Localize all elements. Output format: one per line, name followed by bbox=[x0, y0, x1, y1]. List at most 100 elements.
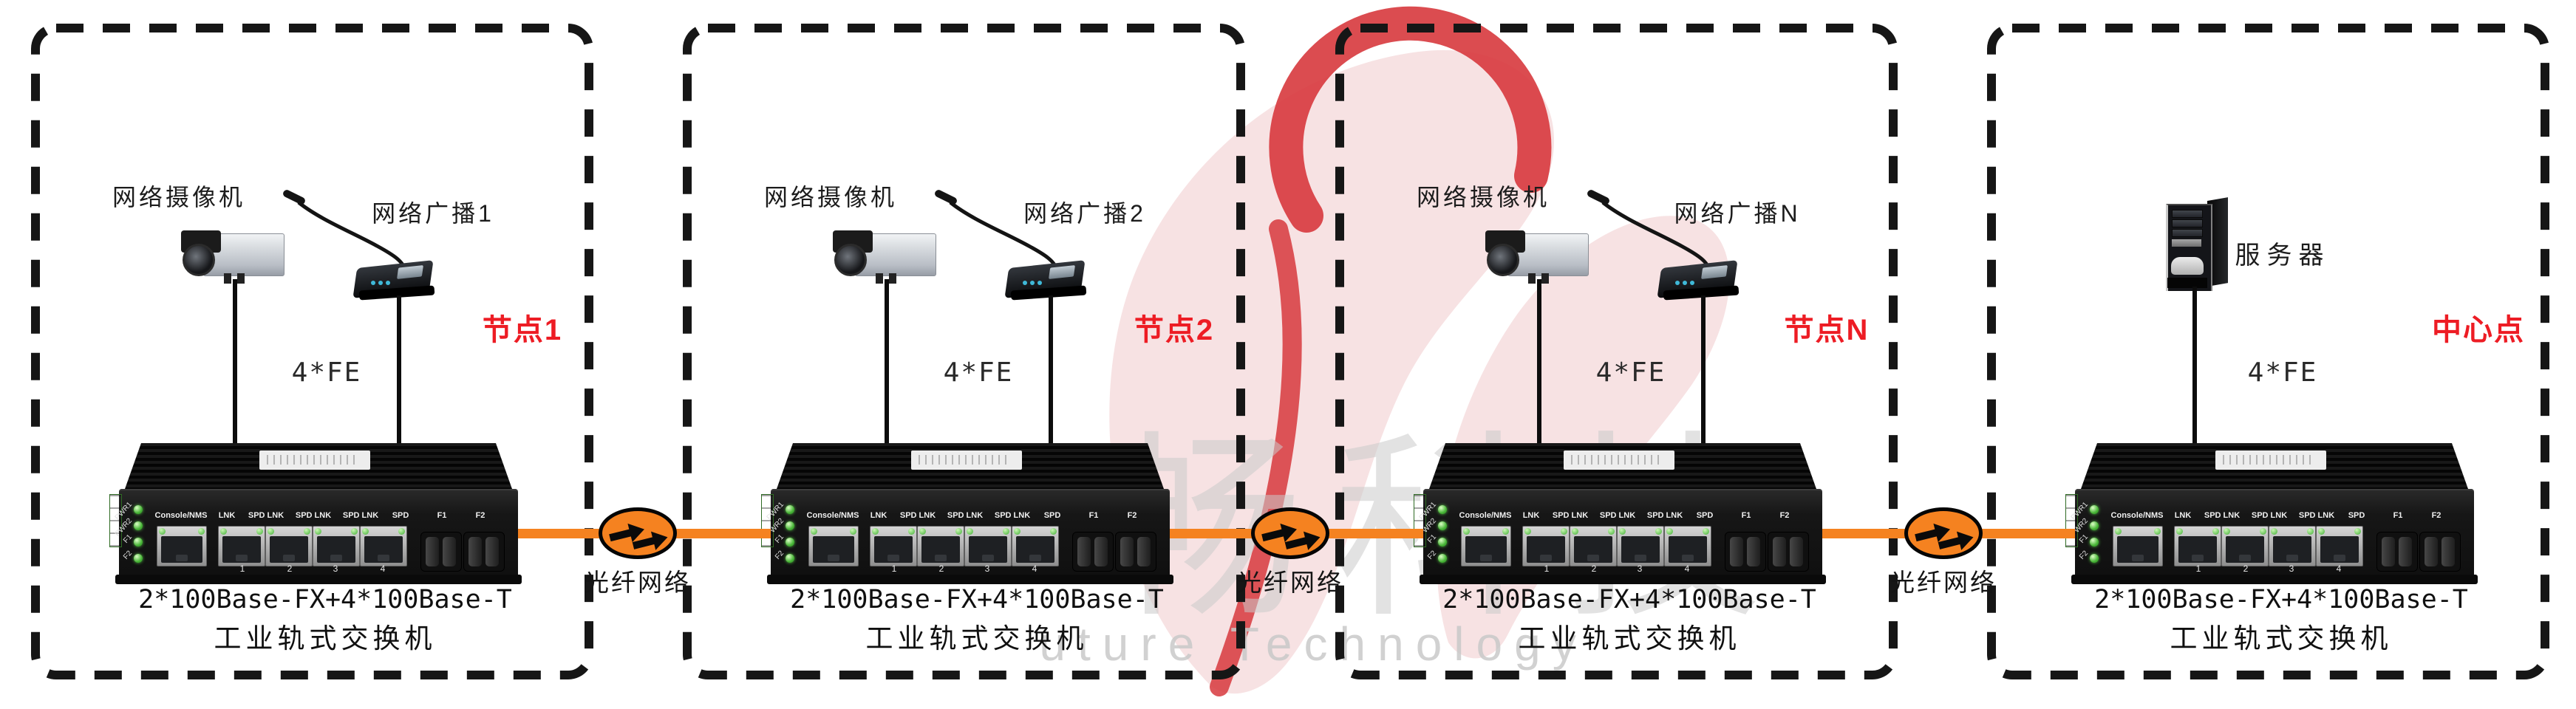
port-status-label: SPD LNK bbox=[2251, 511, 2288, 520]
port-led bbox=[1050, 528, 1057, 535]
port-led bbox=[1524, 528, 1531, 535]
port-status-label: SPD LNK bbox=[994, 511, 1031, 520]
fiber-network-icon bbox=[599, 507, 677, 559]
port-led bbox=[2115, 528, 2122, 535]
switch-bottom-bezel bbox=[115, 575, 522, 584]
fiber-port-label-f1: F1 bbox=[1088, 511, 1099, 520]
fiber-connector bbox=[443, 537, 456, 566]
rj45-jack bbox=[1016, 536, 1054, 563]
console-rj45-port bbox=[1461, 526, 1511, 566]
rj45-jack bbox=[2320, 536, 2359, 563]
node-title: 节点N bbox=[1784, 314, 1870, 346]
watermark-red-ribbon bbox=[1210, 219, 1302, 696]
port-led bbox=[1014, 528, 1020, 535]
fiber-port-label-f2: F2 bbox=[2431, 511, 2442, 520]
camera-leg bbox=[237, 273, 245, 284]
fiber-connector bbox=[1730, 537, 1743, 566]
broadcast-button bbox=[386, 281, 390, 285]
node-3: 网络摄像机 网络广播N bbox=[1335, 0, 1898, 709]
port-led bbox=[1463, 528, 1470, 535]
switch-caption: 2*100Base-FX+4*100Base-T 工业轨式交换机 bbox=[67, 585, 584, 656]
lan-port-2 bbox=[2221, 526, 2269, 566]
watermark-en-text: Future Technology bbox=[1035, 617, 1588, 671]
rj45-jack bbox=[1621, 536, 1660, 563]
fiber-port-label-f1: F1 bbox=[1741, 511, 1751, 520]
pwr1-led bbox=[2090, 505, 2099, 514]
port-status-label: SPD LNK bbox=[2204, 511, 2241, 520]
server-label: 服务器 bbox=[2235, 242, 2331, 270]
rj45-jack bbox=[317, 536, 355, 563]
port-led bbox=[2260, 528, 2266, 535]
console-rj45-port bbox=[808, 526, 859, 566]
switch-caption-model: 2*100Base-FX+4*100Base-T bbox=[790, 585, 1164, 614]
lan-port-3 bbox=[313, 526, 360, 566]
port-led bbox=[1666, 528, 1673, 535]
port-led bbox=[850, 528, 856, 535]
port-status-label: LNK bbox=[870, 511, 887, 520]
fiber-connector bbox=[468, 537, 482, 566]
server-base bbox=[2167, 278, 2207, 288]
fiber-port-label-f2: F2 bbox=[1127, 511, 1137, 520]
broadcast-button bbox=[1675, 281, 1680, 285]
port-led bbox=[2224, 528, 2230, 535]
pwr1-led bbox=[786, 505, 794, 514]
port-led bbox=[351, 528, 358, 535]
power-terminal-block bbox=[109, 494, 122, 547]
f1-led bbox=[2090, 538, 2099, 547]
port-led bbox=[2271, 528, 2277, 535]
microphone-gooseneck-icon bbox=[283, 190, 407, 271]
port-led bbox=[2354, 528, 2361, 535]
port-led bbox=[919, 528, 926, 535]
broadcast-cable bbox=[1701, 295, 1706, 445]
port-led bbox=[872, 528, 879, 535]
fiber-connector bbox=[1773, 537, 1786, 566]
camera-cable bbox=[1537, 279, 1541, 445]
broadcast-button bbox=[378, 281, 383, 285]
lan-port-2 bbox=[1570, 526, 1617, 566]
port-status-label: LNK bbox=[2174, 511, 2192, 520]
pwr2-led bbox=[786, 521, 794, 530]
broadcast-button bbox=[1683, 281, 1687, 285]
port-led bbox=[198, 528, 205, 535]
broadcast-button bbox=[1037, 281, 1042, 285]
port-led bbox=[1561, 528, 1567, 535]
rj45-jack bbox=[969, 536, 1007, 563]
fiber-connector bbox=[1094, 537, 1108, 566]
network-camera-icon bbox=[181, 226, 284, 285]
f2-led bbox=[2090, 554, 2099, 563]
switch-label-sticker bbox=[1564, 451, 1674, 470]
switch-caption-type: 工业轨式交换机 bbox=[1518, 623, 1741, 654]
port-status-label: LNK bbox=[218, 511, 236, 520]
port-status-label: SPD LNK bbox=[342, 511, 379, 520]
port-number: 4 bbox=[1684, 564, 1690, 574]
network-broadcast-device-icon bbox=[1004, 254, 1091, 301]
f2-led bbox=[1438, 554, 1447, 563]
rj45-jack bbox=[161, 536, 202, 563]
port-status-label: SPD LNK bbox=[248, 511, 284, 520]
microphone-gooseneck-icon bbox=[1587, 190, 1711, 271]
console-port-label: Console/NMS bbox=[1459, 511, 1512, 520]
port-led bbox=[1572, 528, 1578, 535]
broadcast-label: 网络广播2 bbox=[1023, 200, 1146, 227]
fiber-connector bbox=[1747, 537, 1760, 566]
camera-leg bbox=[224, 273, 231, 284]
console-port-label: Console/NMS bbox=[154, 511, 208, 520]
lan-port-1 bbox=[218, 526, 265, 566]
camera-label: 网络摄像机 bbox=[763, 184, 897, 210]
camera-lens bbox=[1487, 244, 1519, 276]
port-led bbox=[315, 528, 321, 535]
switch-caption-model: 2*100Base-FX+4*100Base-T bbox=[1442, 585, 1816, 614]
port-number: 2 bbox=[938, 564, 944, 574]
port-number: 3 bbox=[333, 564, 338, 574]
fiber-connector bbox=[1790, 537, 1803, 566]
server-drive-bay bbox=[2172, 210, 2203, 218]
lan-port-2 bbox=[265, 526, 313, 566]
lan-port-1 bbox=[1522, 526, 1570, 566]
port-status-label: SPD LNK bbox=[2298, 511, 2335, 520]
server-cable bbox=[2192, 287, 2197, 445]
rj45-jack bbox=[874, 536, 913, 563]
fiber-port-f1 bbox=[420, 532, 462, 572]
camera-label: 网络摄像机 bbox=[112, 184, 245, 210]
uplink-fe-label: 4*FE bbox=[1595, 357, 1666, 388]
pwr1-led bbox=[1438, 505, 1447, 514]
